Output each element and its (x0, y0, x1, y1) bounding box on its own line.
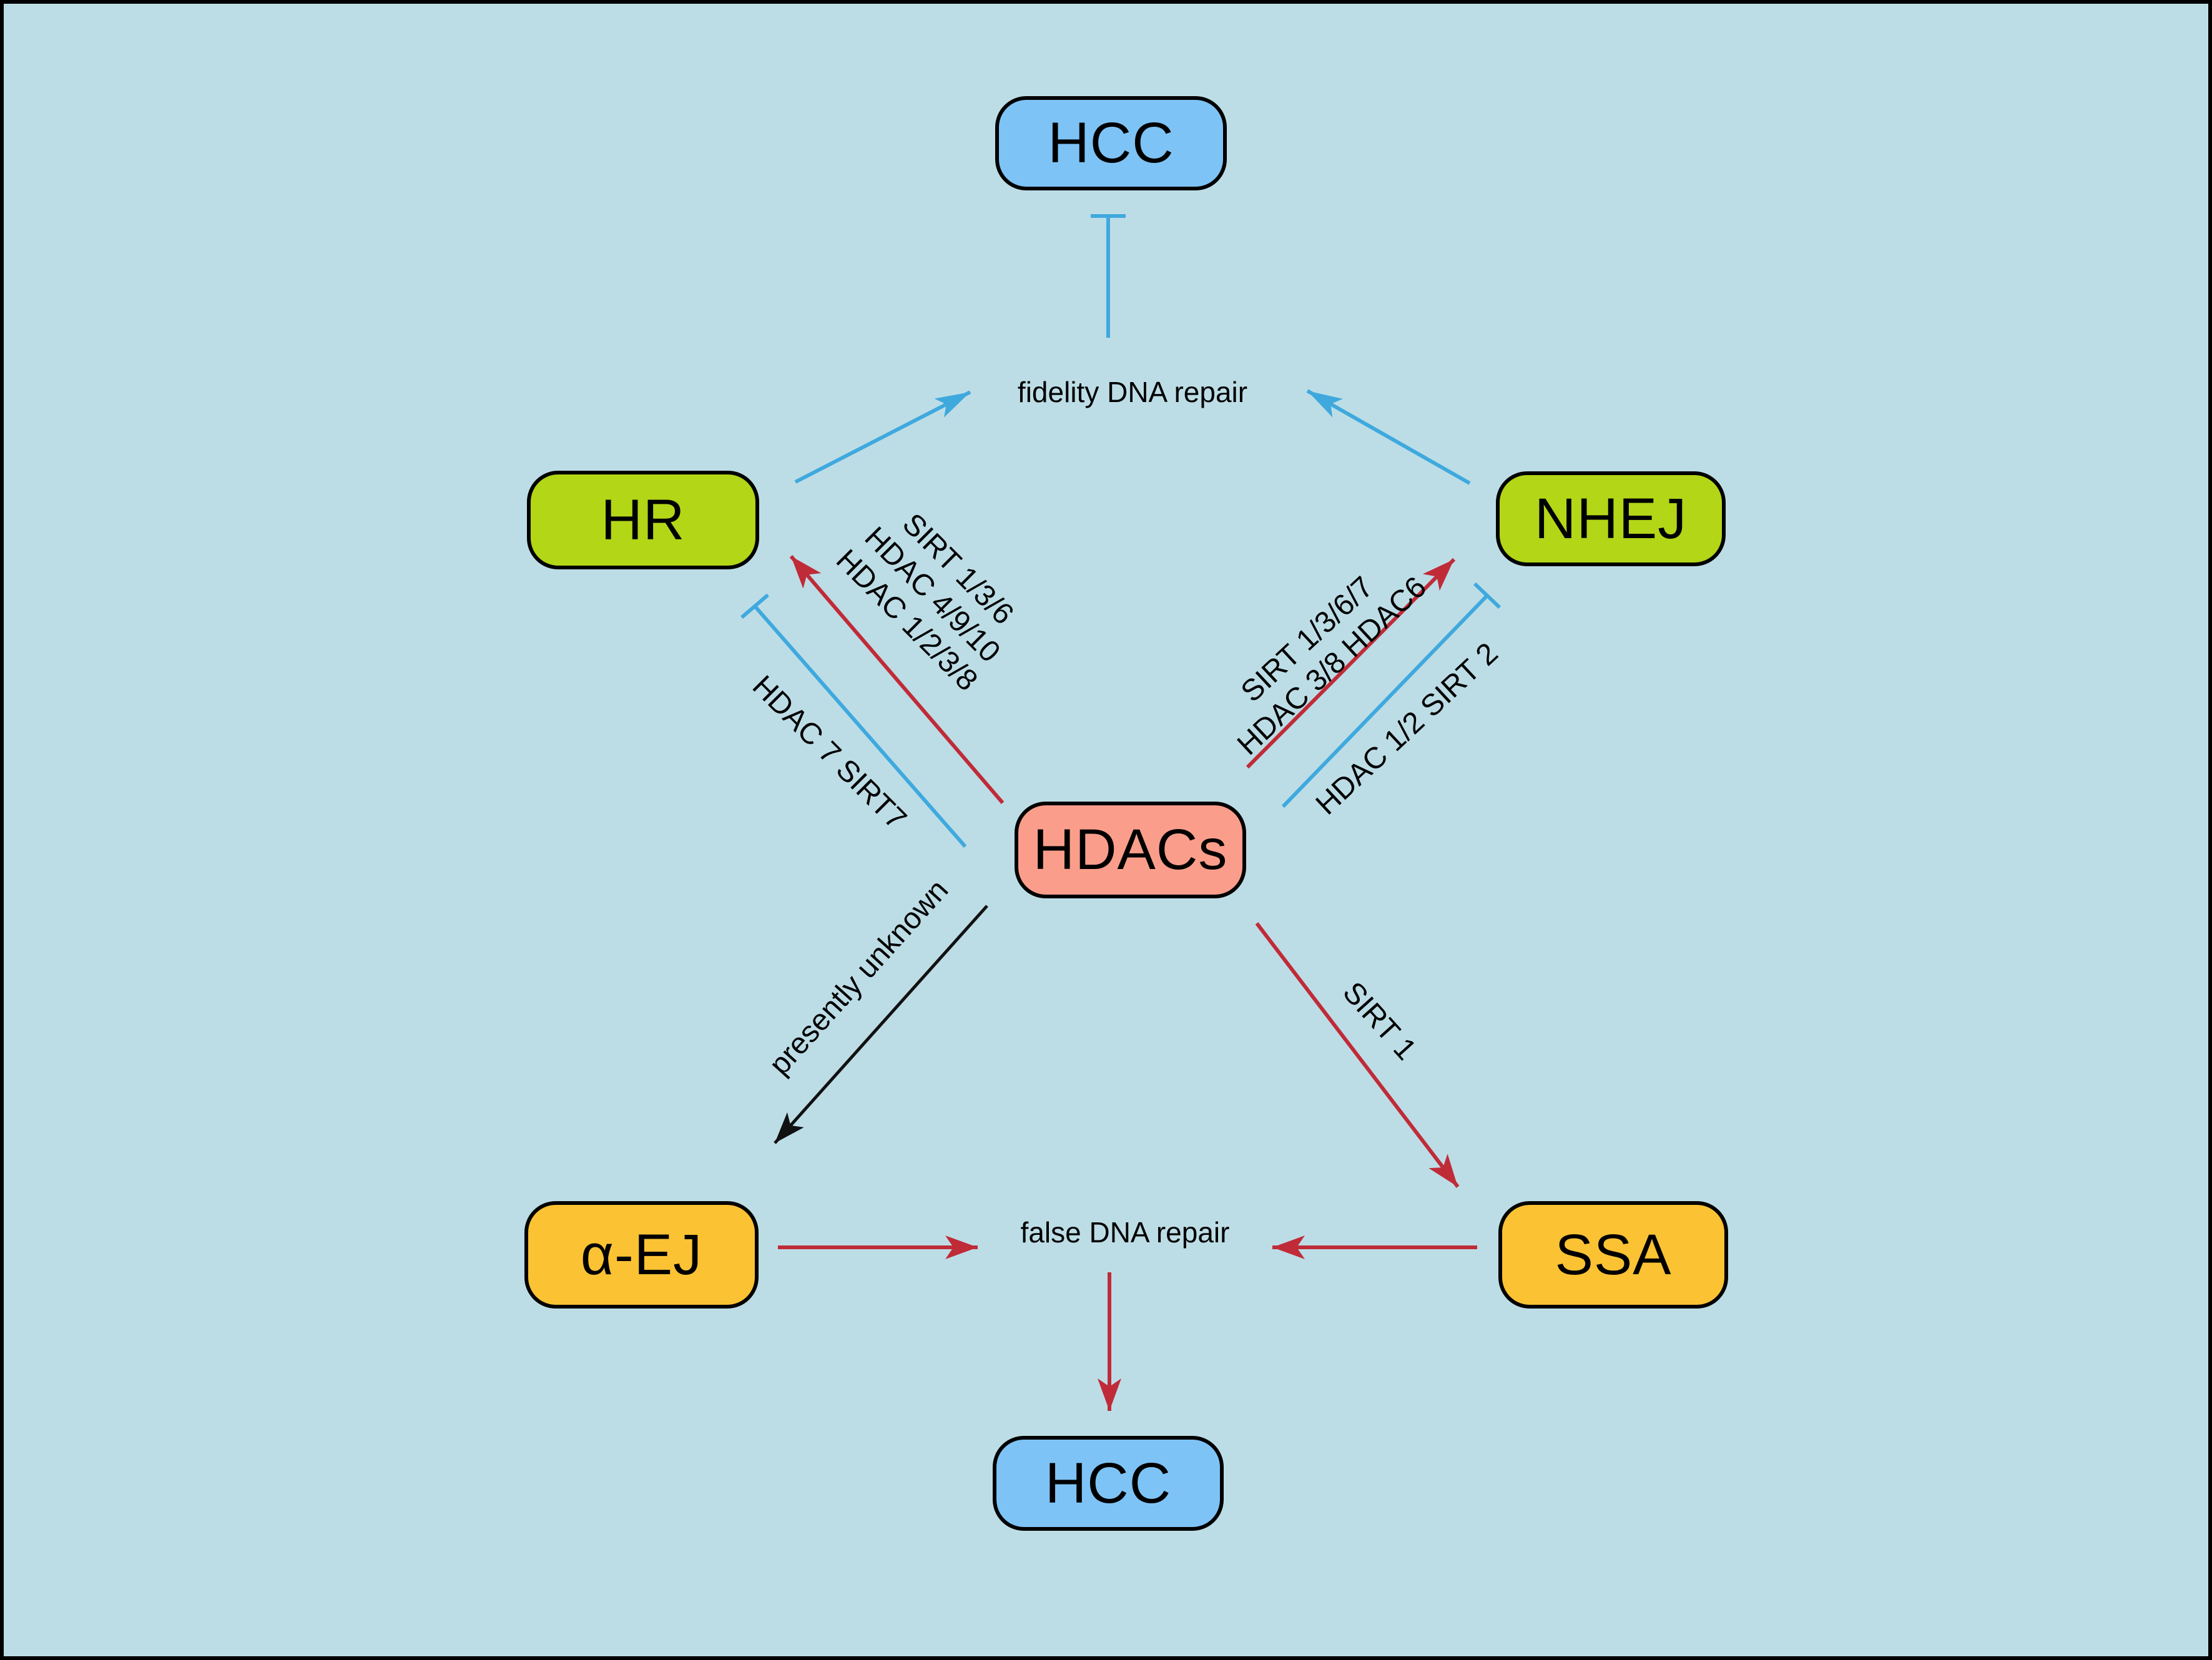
inhibit-line-hdacs-to-nhej (1281, 594, 1489, 808)
arrow-hr-to-fidelity (794, 390, 971, 484)
inhibit-line-hdacs-to-hr (753, 605, 967, 848)
arrow-nhej-to-fidelity (1306, 389, 1471, 485)
arrow-hdacs-to-ssa (1255, 922, 1460, 1188)
node-hcc-top-label: HCC (1048, 111, 1174, 175)
inhibit-cap-hdacs-to-hr (740, 593, 769, 619)
node-hr-label: HR (601, 488, 686, 552)
node-alpha-ej-label: α-EJ (580, 1222, 703, 1287)
arrow-hdacs-to-aej (774, 905, 988, 1144)
node-hcc-top: HCC (995, 96, 1227, 190)
text-false-dna-repair: false DNA repair (1020, 1216, 1230, 1249)
node-hcc-bottom: HCC (993, 1436, 1224, 1531)
text-fidelity-dna-repair: fidelity DNA repair (1017, 376, 1248, 408)
node-hdacs: HDACs (1015, 802, 1246, 898)
arrow-hdacs-to-nhej (1246, 557, 1456, 769)
edges-layer (740, 214, 1502, 1411)
node-ssa: SSA (1498, 1201, 1728, 1309)
node-alpha-ej: α-EJ (524, 1201, 759, 1309)
node-ssa-label: SSA (1555, 1222, 1672, 1287)
node-hdacs-label: HDACs (1033, 818, 1228, 882)
node-hcc-bottom-label: HCC (1045, 1451, 1172, 1515)
node-nhej-label: NHEJ (1534, 486, 1688, 551)
arrow-hdacs-to-hr (789, 555, 1005, 804)
node-nhej: NHEJ (1496, 471, 1726, 566)
node-hr: HR (527, 471, 759, 569)
inhibit-cap-hdacs-to-nhej (1473, 582, 1502, 609)
